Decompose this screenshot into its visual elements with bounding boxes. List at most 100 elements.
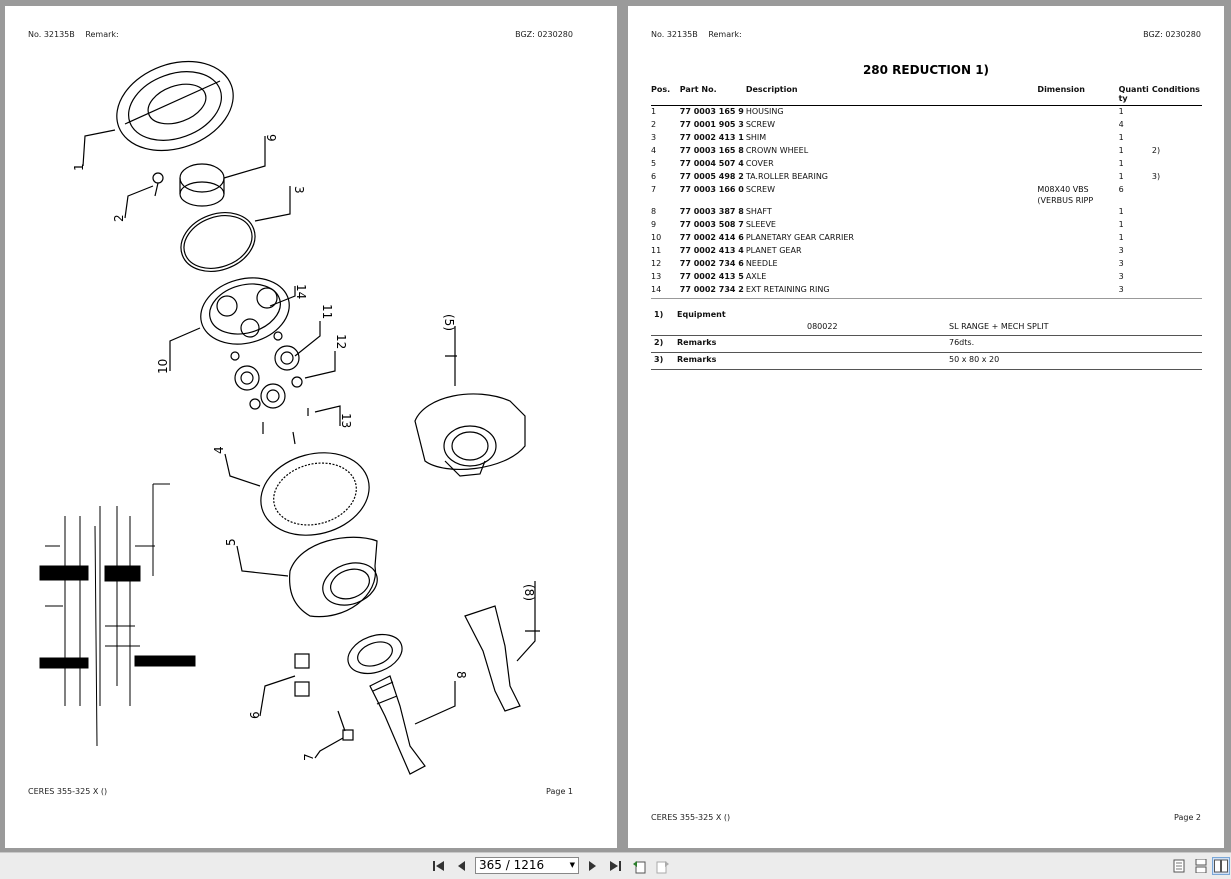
screw-part — [124, 172, 164, 219]
callout-1: 1 — [72, 163, 86, 171]
cell-pos: 14 — [651, 284, 680, 299]
next-page-button[interactable] — [584, 857, 602, 875]
cell-pos: 7 — [651, 185, 657, 194]
cell-dimension — [1037, 206, 1118, 219]
cell-conditions — [1152, 206, 1202, 219]
previous-page-button[interactable] — [452, 857, 470, 875]
notes-section: 1) Equipment 080022 SL RANGE + MECH SPLI… — [651, 308, 1202, 370]
cell-quantity: 1 — [1118, 207, 1124, 216]
chevron-down-icon[interactable]: ▼ — [569, 861, 575, 869]
doc-number: No. 32135B — [651, 30, 698, 39]
callout-14: 14 — [294, 284, 308, 299]
col-pos: Pos. — [651, 84, 680, 106]
cell-part-no: 77 0002 734 6 — [679, 259, 744, 268]
cell-dimension — [1037, 106, 1118, 120]
cell-quantity: 1 — [1118, 172, 1124, 181]
note-num: 3) — [654, 355, 664, 364]
remark-label: Remark: — [708, 30, 742, 39]
cell-part-no: 77 0003 508 7 — [679, 220, 744, 229]
continuous-view-button[interactable] — [1192, 857, 1210, 875]
cell-pos: 2 — [651, 120, 657, 129]
cell-quantity: 1 — [1118, 233, 1124, 242]
callout-7: 7 — [302, 753, 316, 761]
cell-quantity: 1 — [1118, 159, 1124, 168]
cell-part-no: 77 0002 413 4 — [679, 246, 744, 255]
section-title: 280 REDUCTION 1) — [862, 63, 990, 77]
cell-description: TA.ROLLER BEARING — [745, 172, 828, 181]
note-label: Remarks — [677, 338, 717, 347]
cell-quantity: 6 — [1118, 185, 1124, 194]
cell-dimension — [1037, 132, 1118, 145]
planet-gears-part — [230, 321, 341, 445]
single-page-view-button[interactable] — [1170, 857, 1188, 875]
note-value: 76dts. — [949, 338, 975, 347]
callout-13: 13 — [339, 413, 353, 428]
callout-9: 9 — [264, 134, 278, 142]
page2-bgz: BGZ: 0230280 — [1143, 30, 1201, 39]
cell-pos: 11 — [651, 246, 662, 255]
cell-part-no: 77 0003 166 0 — [679, 185, 744, 194]
cell-description: SHIM — [745, 133, 767, 142]
callout-8-side: (8) — [522, 584, 536, 601]
cell-description: PLANETARY GEAR CARRIER — [745, 233, 854, 242]
cell-pos: 1 — [651, 107, 657, 116]
cell-dimension — [1037, 271, 1118, 284]
sectional-view — [39, 483, 196, 747]
callout-2: 2 — [112, 214, 126, 222]
page-1: No. 32135B Remark: BGZ: 0230280 — [5, 6, 617, 848]
cell-dimension — [1037, 158, 1118, 171]
col-quantity: Quanti ty — [1118, 84, 1152, 106]
cell-conditions — [1152, 258, 1202, 271]
previous-page-icon — [458, 861, 465, 871]
cell-part-no: 77 0003 387 8 — [679, 207, 744, 216]
housing-part — [82, 60, 234, 167]
cell-quantity: 1 — [1118, 220, 1124, 229]
cell-dimension — [1037, 245, 1118, 258]
single-page-icon — [1173, 859, 1185, 873]
callout-3: 3 — [292, 186, 306, 194]
continuous-page-icon — [1195, 859, 1207, 873]
page2-footer-model: CERES 355-325 X () — [651, 813, 731, 822]
note-remarks-3: 3) Remarks 50 x 80 x 20 — [651, 353, 1202, 370]
cell-description: EXT RETAINING RING — [745, 284, 1038, 299]
cell-conditions — [1152, 106, 1202, 120]
next-view-button[interactable] — [654, 857, 672, 875]
cell-dimension: M08X40 VBS (VERBUS RIPP — [1037, 185, 1094, 205]
cell-description: PLANET GEAR — [745, 246, 802, 255]
cell-part-no: 77 0002 413 5 — [679, 272, 744, 281]
cell-part-no: 77 0004 507 4 — [679, 159, 744, 168]
cell-dimension — [1037, 284, 1119, 299]
facing-pages-icon — [1214, 859, 1228, 873]
previous-view-icon — [633, 861, 646, 874]
col-dimension: Dimension — [1037, 84, 1119, 106]
callout-5-side: (5) — [442, 314, 456, 331]
shaft-part — [369, 675, 456, 775]
page-number-input[interactable]: 365 / 1216 ▼ — [475, 857, 579, 874]
cell-description: CROWN WHEEL — [745, 146, 809, 155]
cell-quantity: 3 — [1118, 284, 1152, 299]
cell-pos: 9 — [651, 220, 657, 229]
facing-pages-view-button[interactable] — [1212, 857, 1230, 875]
col-conditions: Conditions — [1151, 84, 1202, 106]
first-page-button[interactable] — [430, 857, 448, 875]
note-value: SL RANGE + MECH SPLIT — [949, 322, 1049, 331]
cell-description: SLEEVE — [745, 220, 776, 229]
cell-dimension — [1037, 219, 1118, 232]
cell-part-no: 77 0002 414 6 — [679, 233, 744, 242]
exploded-parts-drawing: 1 2 3 4 5 6 7 8 9 10 11 12 13 14 (5) (8) — [39, 60, 540, 775]
page2-header-left: No. 32135B Remark: — [651, 30, 742, 39]
cell-part-no: 77 0002 734 2 — [679, 284, 746, 299]
last-page-button[interactable] — [606, 857, 624, 875]
previous-view-button[interactable] — [630, 857, 648, 875]
cell-conditions: 2) — [1151, 146, 1161, 155]
